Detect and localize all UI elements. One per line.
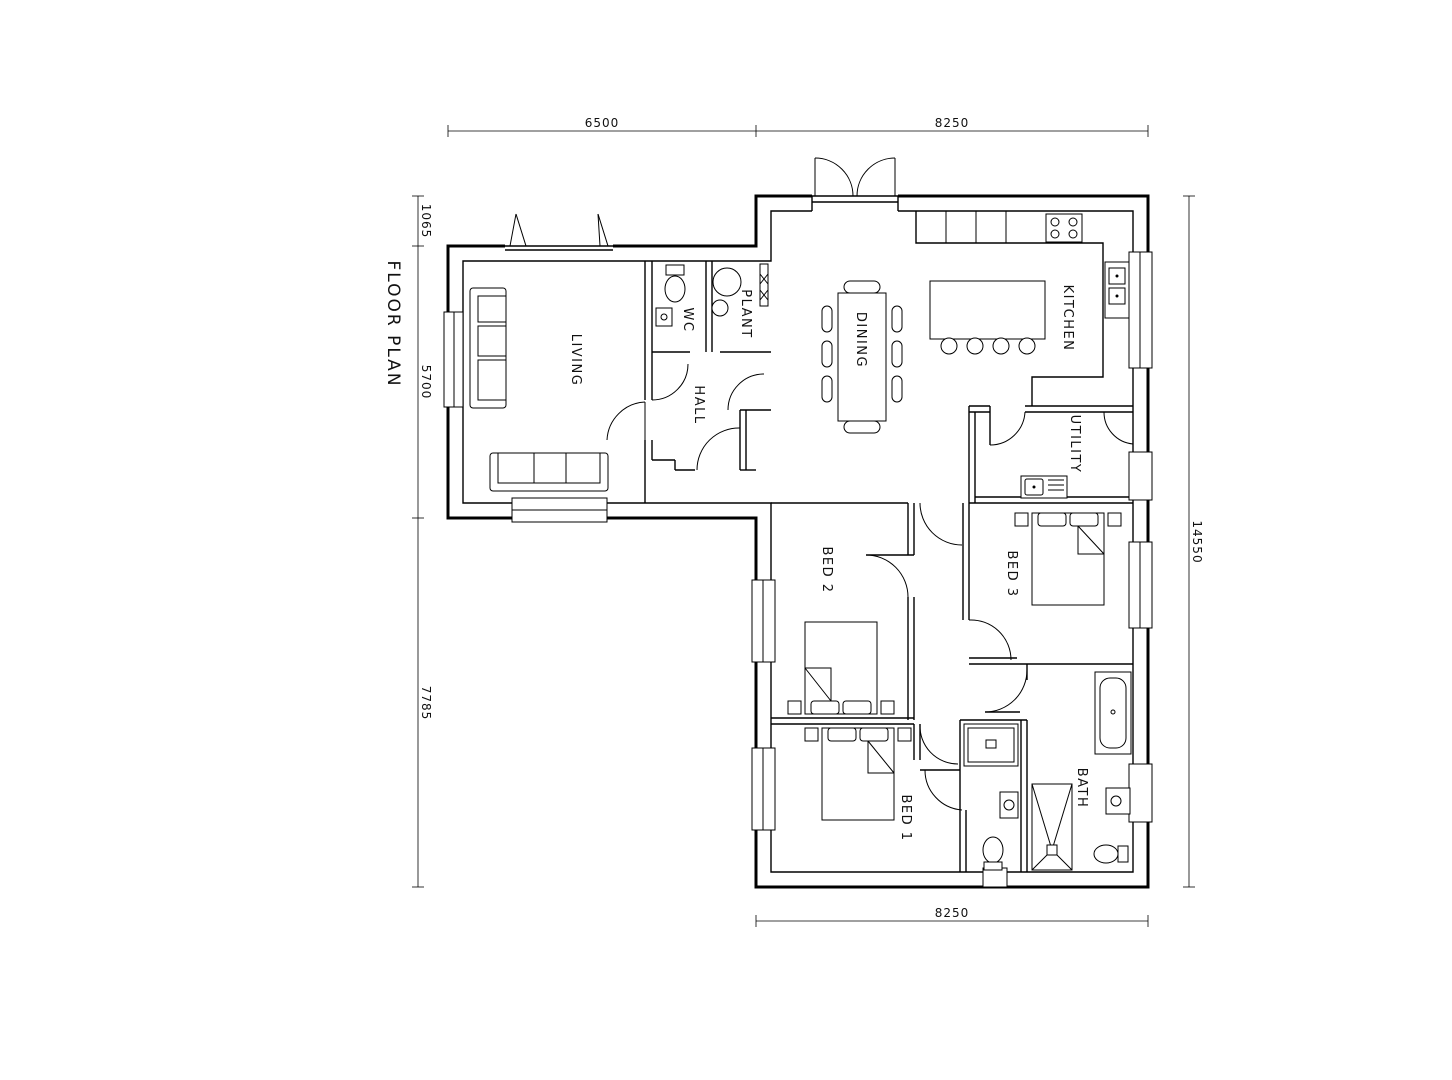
label-plant: PLANT bbox=[738, 289, 753, 338]
window-utility bbox=[1128, 451, 1153, 501]
bathroom-fixtures bbox=[1031, 671, 1132, 871]
dimension-lines bbox=[412, 125, 1195, 927]
window-bath bbox=[1128, 763, 1153, 823]
internal-walls bbox=[644, 261, 1133, 872]
label-living: LIVING bbox=[568, 334, 583, 387]
ensuite-fixtures bbox=[963, 723, 1019, 871]
label-kitchen: KITCHEN bbox=[1060, 285, 1075, 352]
label-wc: WC bbox=[680, 308, 695, 333]
label-hall: HALL bbox=[691, 385, 706, 424]
windows bbox=[443, 251, 1153, 888]
label-bed-2: BED 2 bbox=[819, 546, 834, 593]
dim-right: 14550 bbox=[1190, 520, 1204, 563]
dim-left-b: 5700 bbox=[419, 365, 433, 400]
label-bed-3: BED 3 bbox=[1004, 550, 1019, 597]
dim-top-left: 6500 bbox=[585, 116, 620, 130]
living-furniture bbox=[469, 287, 609, 492]
dining-table bbox=[821, 280, 903, 434]
bed3-furniture bbox=[1014, 512, 1122, 606]
plan-title: FLOOR PLAN bbox=[383, 260, 403, 387]
bed1-furniture bbox=[804, 727, 912, 821]
label-bed-1: BED 1 bbox=[898, 794, 913, 841]
label-dining: DINING bbox=[853, 312, 868, 368]
dim-left-a: 1065 bbox=[419, 204, 433, 239]
dim-bottom: 8250 bbox=[935, 906, 970, 920]
window-ensuite bbox=[982, 867, 1008, 888]
label-bath: BATH bbox=[1074, 768, 1089, 809]
dim-left-c: 7785 bbox=[419, 686, 433, 721]
bed2-furniture bbox=[787, 621, 895, 715]
utility-fixtures bbox=[1020, 475, 1068, 499]
dim-top-right: 8250 bbox=[935, 116, 970, 130]
external-doors bbox=[505, 157, 899, 251]
kitchen-fixtures bbox=[915, 211, 1130, 406]
wc-fixtures bbox=[655, 263, 769, 327]
internal-doors bbox=[606, 363, 1134, 811]
label-utility: UTILITY bbox=[1067, 415, 1082, 474]
